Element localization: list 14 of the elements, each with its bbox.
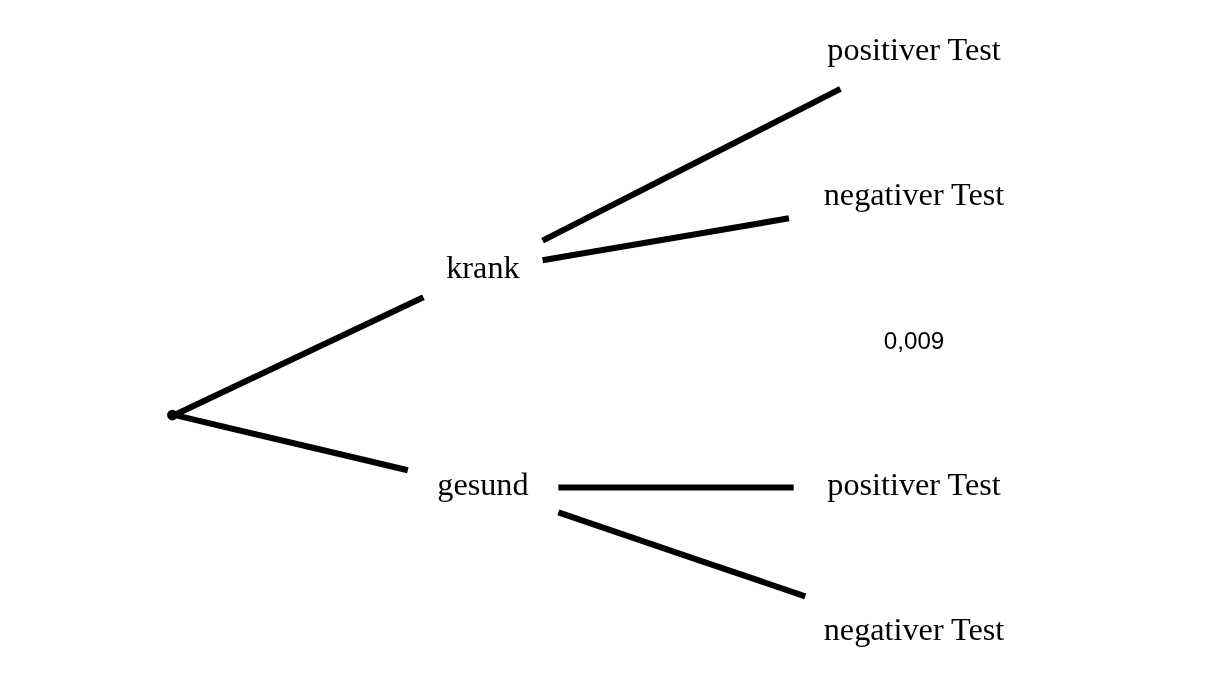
node-text: negativer Test (823, 611, 1004, 648)
label: 0,009 (883, 326, 944, 354)
node-text: krank (445, 248, 520, 285)
connector (541, 215, 789, 264)
connector (540, 86, 842, 244)
connector (175, 294, 425, 417)
node-text: gesund (436, 466, 529, 503)
node-text: positiver Test (826, 466, 1001, 503)
node-text: positiver Test (826, 31, 1001, 68)
connector (556, 509, 806, 600)
connector (557, 484, 794, 491)
node-point (166, 409, 178, 421)
connector (175, 412, 409, 474)
node-text: negativer Test (823, 176, 1004, 213)
